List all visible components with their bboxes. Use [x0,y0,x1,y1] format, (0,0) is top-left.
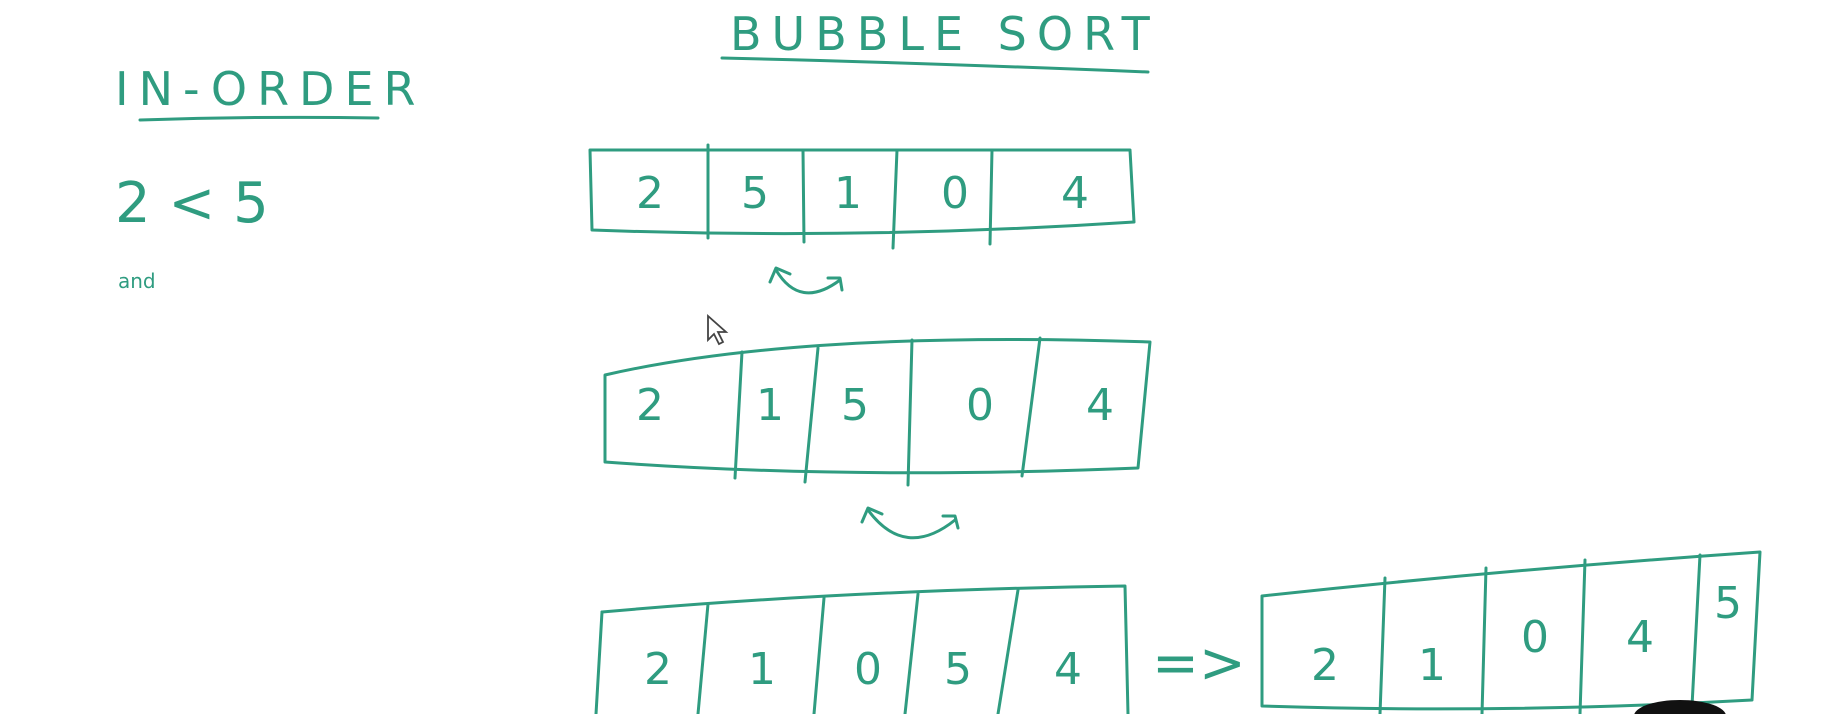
array-row-1: 2 5 1 0 4 [588,143,1136,295]
array-4-cell: 4 [1626,612,1654,663]
array-1-cell: 0 [941,168,969,219]
title-underline [720,56,1150,74]
swap-arrowhead [768,266,792,284]
side-heading-underline [138,115,380,122]
array-2-cell: 1 [756,380,784,431]
diagram-title: BUBBLE SORT [730,7,1160,61]
array-3-divider [903,592,920,714]
array-3-divider [812,596,826,714]
array-4-cell: 5 [1714,578,1742,629]
corner-shadow [1634,700,1726,714]
array-4-divider [1480,566,1488,714]
swap-arrow-1 [774,268,842,295]
side-note: and [118,269,156,293]
array-3-divider [996,588,1020,714]
array-2-divider [803,346,820,484]
array-2-divider [906,338,914,487]
array-2-cell: 0 [966,380,994,431]
array-3-cell: 1 [748,644,776,695]
array-1-cell: 5 [741,168,769,219]
implies-symbol: => [1152,631,1246,696]
array-4-cell: 1 [1418,640,1446,691]
array-row-2: 2 1 5 0 4 [603,336,1152,540]
array-row-3: 2 1 0 5 4 [594,584,1130,714]
array-2-frame [603,337,1152,475]
swap-arrow-2 [866,508,957,540]
array-4-divider [1578,558,1587,714]
array-4-cell: 0 [1521,612,1549,663]
array-1-divider [891,148,899,250]
array-3-frame [600,584,1130,714]
array-2-cell: 2 [636,380,664,431]
array-1-frame [588,148,1136,236]
array-2-cell: 5 [841,380,869,431]
array-row-4: 2 1 0 4 5 [1260,550,1762,714]
array-1-cell: 4 [1061,168,1089,219]
side-heading: IN-ORDER [115,62,425,116]
swap-arrowhead [941,514,960,530]
array-4-cell: 2 [1311,640,1339,691]
array-1-divider [801,148,806,244]
array-3-cell: 2 [644,644,672,695]
array-1-divider [988,148,994,246]
array-4-frame [1260,550,1762,711]
array-3-cell: 4 [1054,644,1082,695]
array-2-divider [733,350,744,480]
side-comparison: 2 < 5 [115,171,269,236]
array-2-divider [1020,336,1042,478]
array-4-divider [1378,576,1387,714]
mouse-cursor-icon [707,313,729,346]
swap-arrowhead [826,276,844,292]
array-1-cell: 2 [636,168,664,219]
array-3-frame-left [594,610,604,714]
array-1-cell: 1 [834,168,862,219]
array-3-divider [696,602,710,714]
array-4-divider [1690,553,1702,708]
array-3-cell: 5 [944,644,972,695]
swap-arrowhead [860,506,884,524]
array-2-cell: 4 [1086,380,1114,431]
array-3-cell: 0 [854,644,882,695]
